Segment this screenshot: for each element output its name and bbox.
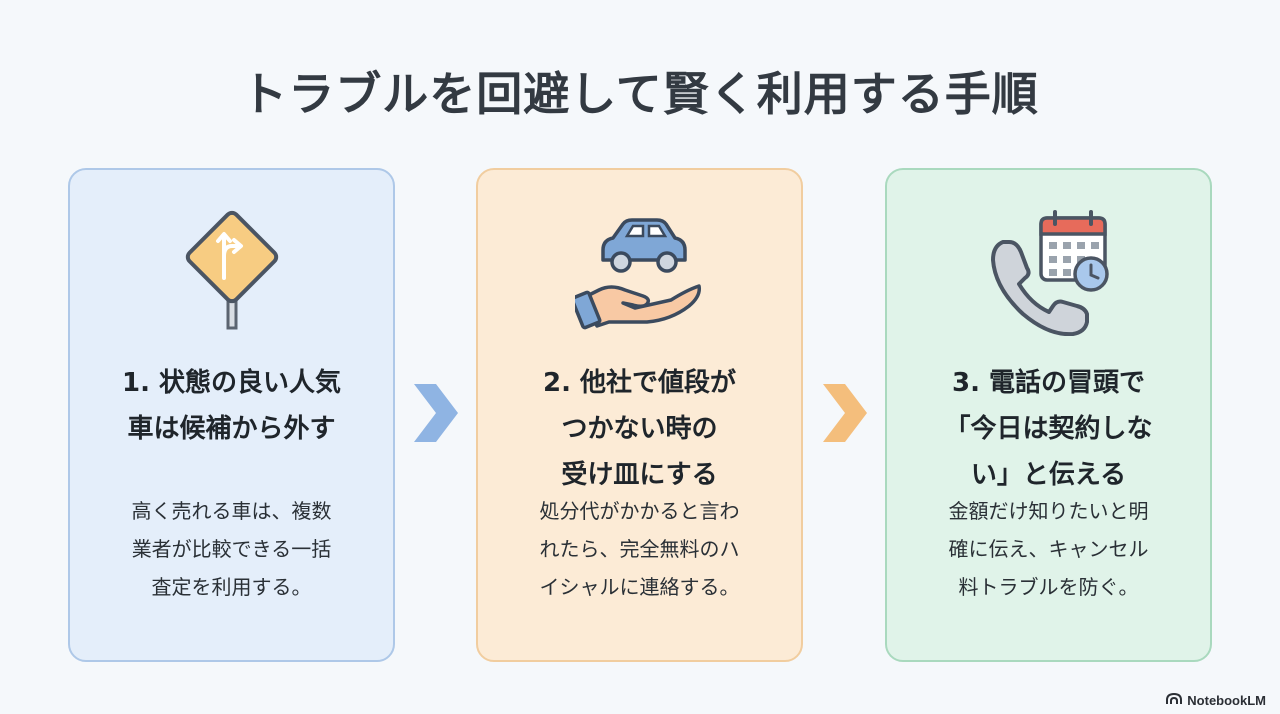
step-body-line: 金額だけ知りたいと明 xyxy=(948,499,1149,523)
step-body-line: 査定を利用する。 xyxy=(151,575,312,599)
step-heading-line: 2. 他社で値段が xyxy=(542,368,737,398)
step-body-line: 確に伝え、キャンセル xyxy=(948,537,1149,561)
step-body-line: 処分代がかかると言わ xyxy=(539,499,740,523)
chevron-right-icon xyxy=(819,380,871,450)
notebooklm-watermark: NotebookLM xyxy=(1166,692,1266,708)
page-title: トラブルを回避して賢く利用する手順 xyxy=(241,67,1039,121)
step-heading-3: 3. 電話の冒頭で 「今日は契約しな い」と伝える xyxy=(887,360,1210,498)
notebooklm-logo-icon xyxy=(1166,692,1183,708)
direction-sign-icon xyxy=(70,206,393,336)
step-body-line: 料トラブルを防ぐ。 xyxy=(958,575,1139,599)
step-body-3: 金額だけ知りたいと明 確に伝え、キャンセル 料トラブルを防ぐ。 xyxy=(887,492,1210,606)
footer-brand: NotebookLM xyxy=(1187,693,1266,708)
step-body-2: 処分代がかかると言わ れたら、完全無料のハ イシャルに連絡する。 xyxy=(478,492,801,606)
step-card-1: 1. 状態の良い人気 車は候補から外す 高く売れる車は、複数 業者が比較できる一… xyxy=(68,168,395,662)
step-heading-line: つかない時の xyxy=(561,414,718,444)
step-body-line: 業者が比較できる一括 xyxy=(131,537,332,561)
step-heading-line: 受け皿にする xyxy=(561,460,718,490)
step-card-2: 2. 他社で値段が つかない時の 受け皿にする 処分代がかかると言わ れたら、完… xyxy=(476,168,803,662)
step-heading-2: 2. 他社で値段が つかない時の 受け皿にする xyxy=(478,360,801,498)
step-body-line: 高く売れる車は、複数 xyxy=(131,499,332,523)
chevron-right-icon xyxy=(410,380,462,450)
step-body-1: 高く売れる車は、複数 業者が比較できる一括 査定を利用する。 xyxy=(70,492,393,606)
step-heading-line: い」と伝える xyxy=(970,460,1127,490)
phone-calendar-icon xyxy=(887,206,1210,336)
step-heading-line: 車は候補から外す xyxy=(127,414,336,444)
step-heading-line: 1. 状態の良い人気 xyxy=(121,368,342,398)
step-heading-1: 1. 状態の良い人気 車は候補から外す xyxy=(70,360,393,452)
car-in-hand-icon xyxy=(478,206,801,336)
step-heading-line: 「今日は契約しな xyxy=(944,414,1153,444)
step-body-line: れたら、完全無料のハ xyxy=(539,537,740,561)
step-body-line: イシャルに連絡する。 xyxy=(539,575,740,599)
step-card-3: 3. 電話の冒頭で 「今日は契約しな い」と伝える 金額だけ知りたいと明 確に伝… xyxy=(885,168,1212,662)
step-heading-line: 3. 電話の冒頭で xyxy=(951,368,1146,398)
